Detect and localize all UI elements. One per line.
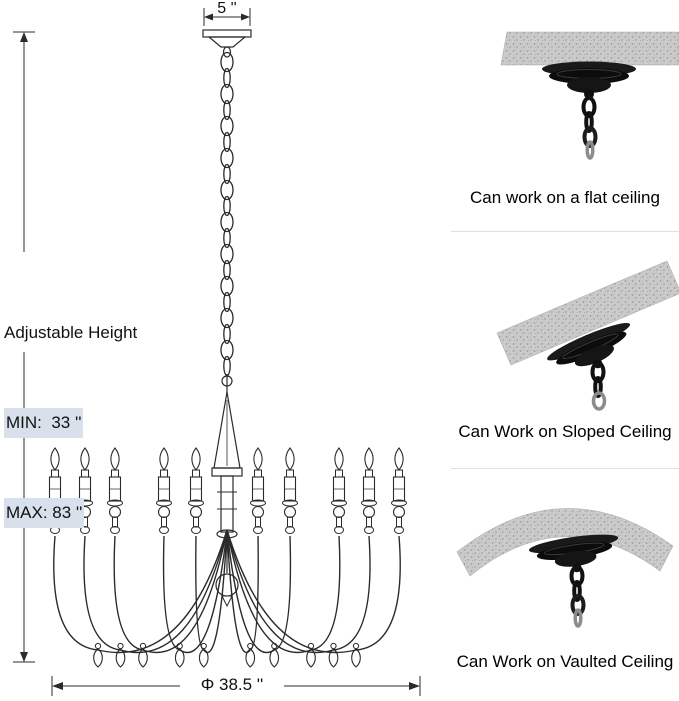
adjustable-height-label: Adjustable Height <box>4 323 138 342</box>
canopy-width-label: 5 '' <box>217 0 237 17</box>
chandelier-line-drawing <box>13 8 421 696</box>
flat-ceiling-illustration <box>500 31 679 160</box>
hanging-chain <box>569 565 586 628</box>
section-divider <box>451 468 679 469</box>
vaulted-ceiling-arch <box>456 508 674 577</box>
flat-ceiling-slab <box>500 31 679 66</box>
flat-ceiling-caption: Can work on a flat ceiling <box>470 188 660 207</box>
canopy <box>528 534 619 573</box>
hanging-chain <box>590 361 607 411</box>
diameter-label: Φ 38.5 '' <box>182 675 282 695</box>
sloped-ceiling-illustration <box>496 260 679 411</box>
sloped-ceiling-caption: Can Work on Sloped Ceiling <box>458 422 672 441</box>
min-height-label: MIN: 33 '' <box>4 408 84 438</box>
vaulted-ceiling-illustration <box>456 508 674 628</box>
hanging-chain <box>581 96 598 160</box>
canopy <box>542 61 636 99</box>
vaulted-ceiling-caption: Can Work on Vaulted Ceiling <box>456 652 674 671</box>
section-divider <box>451 231 679 232</box>
height-spec-block: Adjustable Height MIN: 33 '' MAX: 83 '' <box>4 258 137 588</box>
sloped-ceiling-slab <box>496 260 679 366</box>
max-height-label: MAX: 83 '' <box>4 498 85 528</box>
